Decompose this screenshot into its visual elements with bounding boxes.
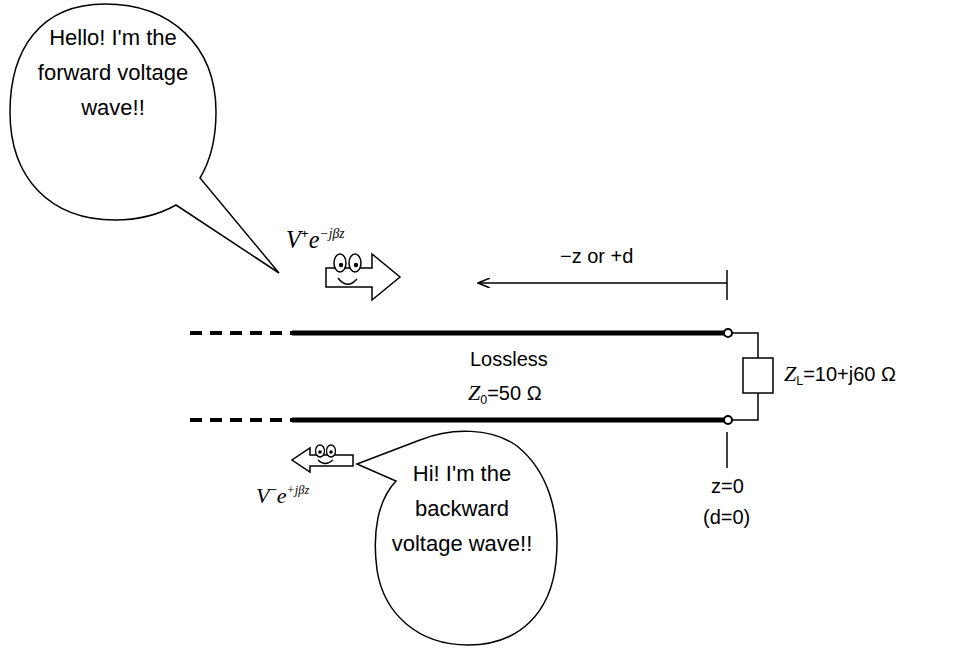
label-text: −jβz bbox=[320, 226, 345, 241]
label-text: L bbox=[796, 374, 803, 388]
label-text: z=0 bbox=[711, 475, 744, 497]
label-text: (d=0) bbox=[703, 506, 750, 528]
bottom-conductor bbox=[292, 418, 727, 423]
line-label: Lossless bbox=[470, 347, 548, 371]
label-text: e bbox=[309, 226, 320, 253]
direction-label: −z or +d bbox=[560, 244, 633, 268]
speech-bubble: Hi! I'm the backward voltage wave!! bbox=[350, 420, 565, 649]
label-text: Z bbox=[784, 361, 796, 386]
position-label: z=0 bbox=[711, 474, 744, 498]
label-text: + bbox=[301, 226, 309, 241]
load-wire bbox=[732, 333, 758, 358]
bubble-text: Hi! I'm the backward voltage wave!! bbox=[378, 456, 546, 561]
label-text: V bbox=[256, 483, 269, 508]
top-conductor bbox=[292, 331, 727, 336]
terminal bbox=[724, 416, 732, 424]
label-text: e bbox=[277, 483, 287, 508]
load-label: ZL=10+j60 Ω bbox=[784, 362, 896, 393]
label-text: −z or +d bbox=[560, 245, 633, 267]
load-wire bbox=[732, 393, 758, 420]
tick bbox=[726, 270, 728, 300]
direction-arrow bbox=[478, 282, 727, 284]
line-continuation bbox=[190, 331, 292, 335]
load-impedance bbox=[743, 358, 773, 393]
backward-wave-arrow bbox=[292, 445, 353, 472]
label-text: Lossless bbox=[470, 348, 548, 370]
label-text: V bbox=[286, 226, 301, 253]
wave-expression: V+e−jβz bbox=[286, 222, 345, 253]
label-text: =50 Ω bbox=[487, 382, 541, 404]
terminal bbox=[724, 329, 732, 337]
label-text: − bbox=[269, 483, 276, 497]
bubble-text: Hello! I'm the forward voltage wave!! bbox=[28, 20, 198, 125]
label-text: Z bbox=[468, 380, 480, 405]
impedance-label: Z0=50 Ω bbox=[468, 381, 542, 412]
tick bbox=[726, 432, 728, 468]
position-label: (d=0) bbox=[703, 505, 750, 529]
wave-expression: V−e+jβz bbox=[256, 478, 309, 508]
line-continuation bbox=[190, 418, 292, 422]
forward-wave-arrow bbox=[326, 254, 400, 300]
speech-bubble: Hello! I'm the forward voltage wave!! bbox=[8, 0, 288, 280]
label-text: +jβz bbox=[286, 483, 309, 497]
label-text: =10+j60 Ω bbox=[803, 363, 896, 385]
label-text: 0 bbox=[480, 393, 487, 407]
